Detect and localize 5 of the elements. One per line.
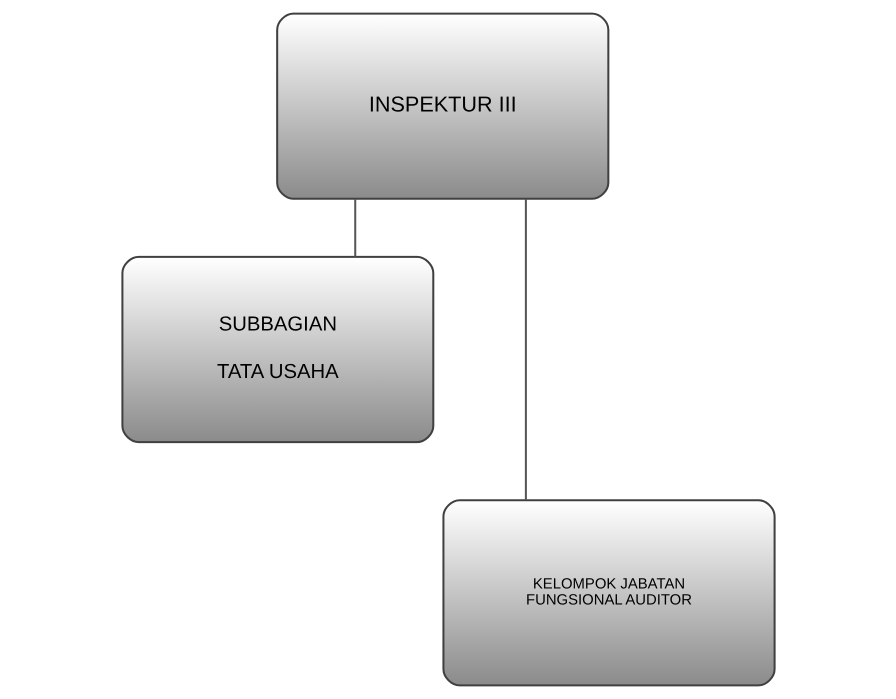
connector [354, 198, 356, 257]
node-box: KELOMPOK JABATAN FUNGSIONAL AUDITOR [442, 499, 776, 686]
node-box: SUBBAGIAN TATA USAHA [120, 256, 434, 444]
connector [524, 198, 526, 500]
node-box: INSPEKTUR III [276, 12, 609, 200]
